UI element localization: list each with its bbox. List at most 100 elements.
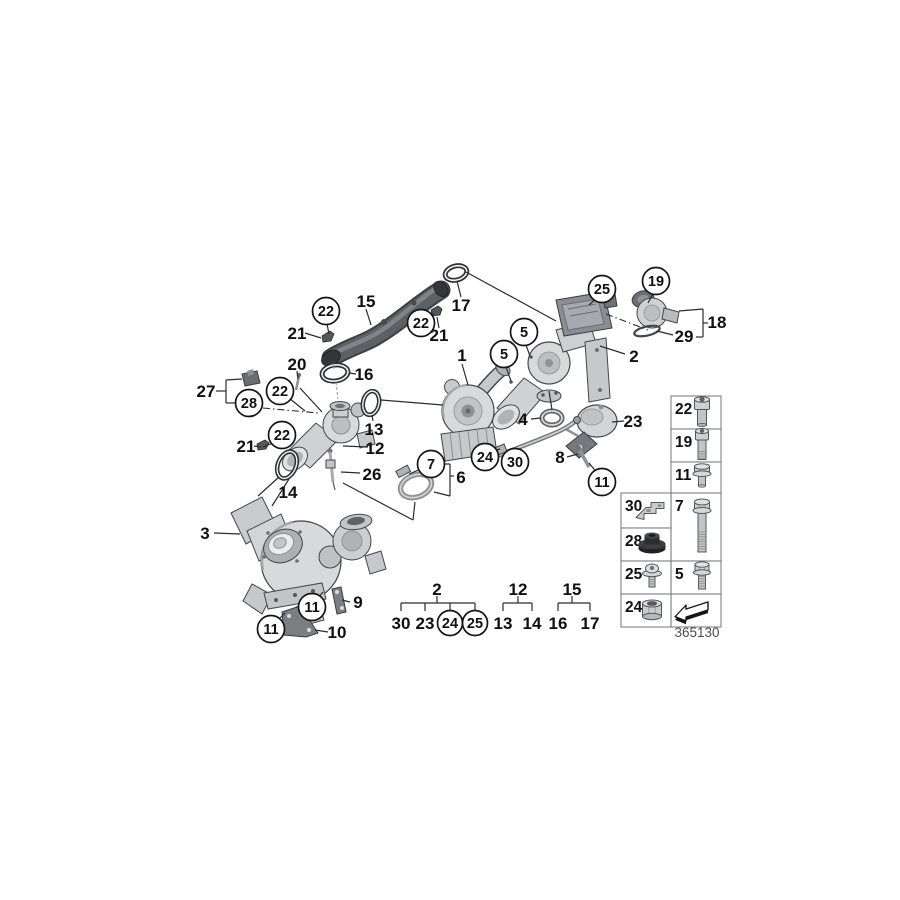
legend-item-19[interactable]: 19 [670,427,722,463]
svg-text:21: 21 [237,437,256,456]
callout-11-bracket10[interactable]: 11 [256,614,286,644]
callout-17-ring[interactable]: 17 [452,296,471,315]
svg-text:25: 25 [625,566,643,583]
svg-text:8: 8 [555,448,564,467]
svg-text:22: 22 [318,304,334,320]
callout-21-pipe-right[interactable]: 21 [430,326,449,345]
callout-22-pipe-right[interactable]: 22 [406,308,436,338]
callout-5-left[interactable]: 5 [489,339,519,369]
callout-8-stud[interactable]: 8 [555,448,564,467]
glow-sensor-26-artwork [325,448,336,491]
callout-18-valve[interactable]: 18 [708,313,727,332]
svg-text:25: 25 [594,282,610,298]
callout-27-sensor[interactable]: 27 [197,382,216,401]
callout-22-lower[interactable]: 22 [267,420,297,450]
callout-9-bracket[interactable]: 9 [353,593,362,612]
group-child-2-24[interactable]: 24 [436,609,464,637]
svg-text:5: 5 [500,347,508,363]
svg-text:23: 23 [416,614,435,633]
callout-21-pipe-left[interactable]: 21 [288,324,307,343]
legend-item-24[interactable]: 24 [620,593,672,628]
callout-14-ring[interactable]: 14 [279,483,298,502]
callout-1-turbo[interactable]: 1 [457,346,466,365]
v-band-clamp-artwork [395,464,435,501]
o-ring-14 [274,449,300,481]
callout-28-grommet[interactable]: 28 [234,388,264,418]
legend-item-11[interactable]: 11 [670,461,722,494]
callout-24-fitting[interactable]: 24 [470,442,500,472]
group-child-12-13[interactable]: 13 [494,614,513,633]
callout-30-clip[interactable]: 30 [500,447,530,477]
callout-4-ring[interactable]: 4 [518,410,528,429]
callout-2-turbo[interactable]: 2 [629,347,638,366]
callout-3-turbo[interactable]: 3 [200,524,209,543]
svg-text:16: 16 [549,614,568,633]
svg-text:5: 5 [520,325,528,341]
callout-23-actuator[interactable]: 23 [624,412,643,431]
legend-item-28[interactable]: 28 [620,527,672,562]
svg-text:11: 11 [594,475,609,491]
svg-text:4: 4 [518,410,528,429]
callout-12-turbo[interactable]: 12 [366,439,385,458]
group-child-15-17[interactable]: 17 [581,614,600,633]
legend-item-5[interactable]: 5 [670,560,722,595]
group-child-2-25[interactable]: 25 [461,609,489,637]
svg-text:28: 28 [241,396,257,412]
group-parent-12[interactable]: 12 [509,580,528,599]
turbocharger-2-artwork [492,291,618,430]
legend-item-25[interactable]: 25 [620,560,672,595]
callout-6-clamp[interactable]: 6 [456,468,465,487]
svg-text:11: 11 [263,622,278,638]
seal-rings-artwork [274,263,565,481]
svg-text:15: 15 [357,292,376,311]
svg-text:21: 21 [430,326,449,345]
group-child-2-23[interactable]: 23 [416,614,435,633]
svg-text:22: 22 [272,384,288,400]
callout-15-pipe[interactable]: 15 [357,292,376,311]
callout-5-right[interactable]: 5 [509,317,539,347]
legend-item-30[interactable]: 30 [620,492,672,529]
svg-text:13: 13 [494,614,513,633]
callout-22-pipe-left[interactable]: 22 [311,296,341,326]
callout-26-sensor[interactable]: 26 [363,465,382,484]
svg-text:14: 14 [523,614,542,633]
sensor-27-artwork [241,369,261,387]
callout-19-valve[interactable]: 19 [641,266,671,296]
group-parent-2[interactable]: 2 [432,580,441,599]
o-ring-17 [442,263,470,283]
group-parent-15[interactable]: 15 [563,580,582,599]
o-ring-16 [319,362,351,384]
legend-item-7[interactable]: 7 [670,492,722,562]
callout-25-actuator[interactable]: 25 [587,274,617,304]
gasket-ring-4 [539,408,565,428]
group-child-15-16[interactable]: 16 [549,614,568,633]
group-tree-12: 12 13 14 [494,580,542,633]
callout-29-gasket[interactable]: 29 [675,327,694,346]
callout-10-bracket[interactable]: 10 [328,623,347,642]
callout-20-clip[interactable]: 20 [288,355,307,374]
svg-text:30: 30 [507,455,523,471]
svg-text:7: 7 [675,498,684,515]
svg-text:22: 22 [675,401,692,418]
group-child-12-14[interactable]: 14 [523,614,542,633]
legend-item-22[interactable]: 22 [670,395,722,430]
svg-text:24: 24 [625,599,643,616]
svg-text:20: 20 [288,355,307,374]
callout-7-clamp[interactable]: 7 [416,449,446,479]
svg-text:16: 16 [355,365,374,384]
callout-22-upper[interactable]: 22 [265,376,295,406]
svg-text:2: 2 [432,580,441,599]
svg-text:5: 5 [675,566,684,583]
callout-16-ring[interactable]: 16 [355,365,374,384]
callout-21-lower[interactable]: 21 [237,437,256,456]
vacuum-actuator-23-artwork [563,404,618,459]
callout-11-bracket9[interactable]: 11 [297,592,327,622]
svg-text:14: 14 [279,483,298,502]
group-child-2-30[interactable]: 30 [392,614,411,633]
leader-lines [213,271,708,633]
callout-11-stud[interactable]: 11 [587,467,617,497]
callout-13-ring[interactable]: 13 [365,420,384,439]
